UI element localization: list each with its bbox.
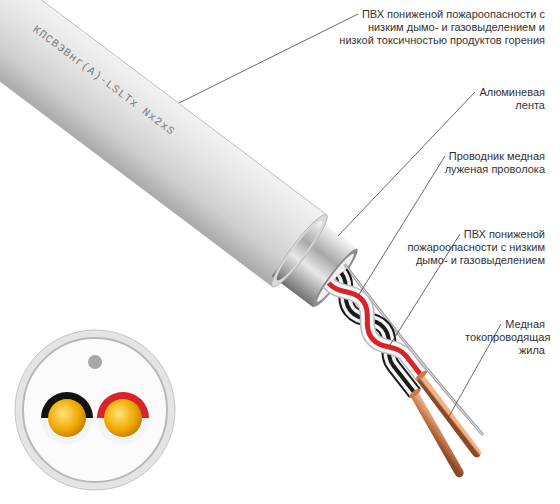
callout-label: ПВХ пониженой пожароопасности с низким д… (395, 228, 545, 267)
twisted-pair (315, 262, 493, 473)
callout-label: Медная токопроводящая жила (465, 318, 545, 357)
callout-label: ПВХ пониженой пожароопасности с низким д… (335, 8, 545, 47)
cross-section (15, 330, 175, 490)
callout-label: Проводник медная луженая проволока (420, 150, 545, 176)
cable-jacket (0, 0, 367, 317)
callout-label: Алюминевая лента (465, 86, 545, 112)
leader-lines (179, 14, 501, 418)
